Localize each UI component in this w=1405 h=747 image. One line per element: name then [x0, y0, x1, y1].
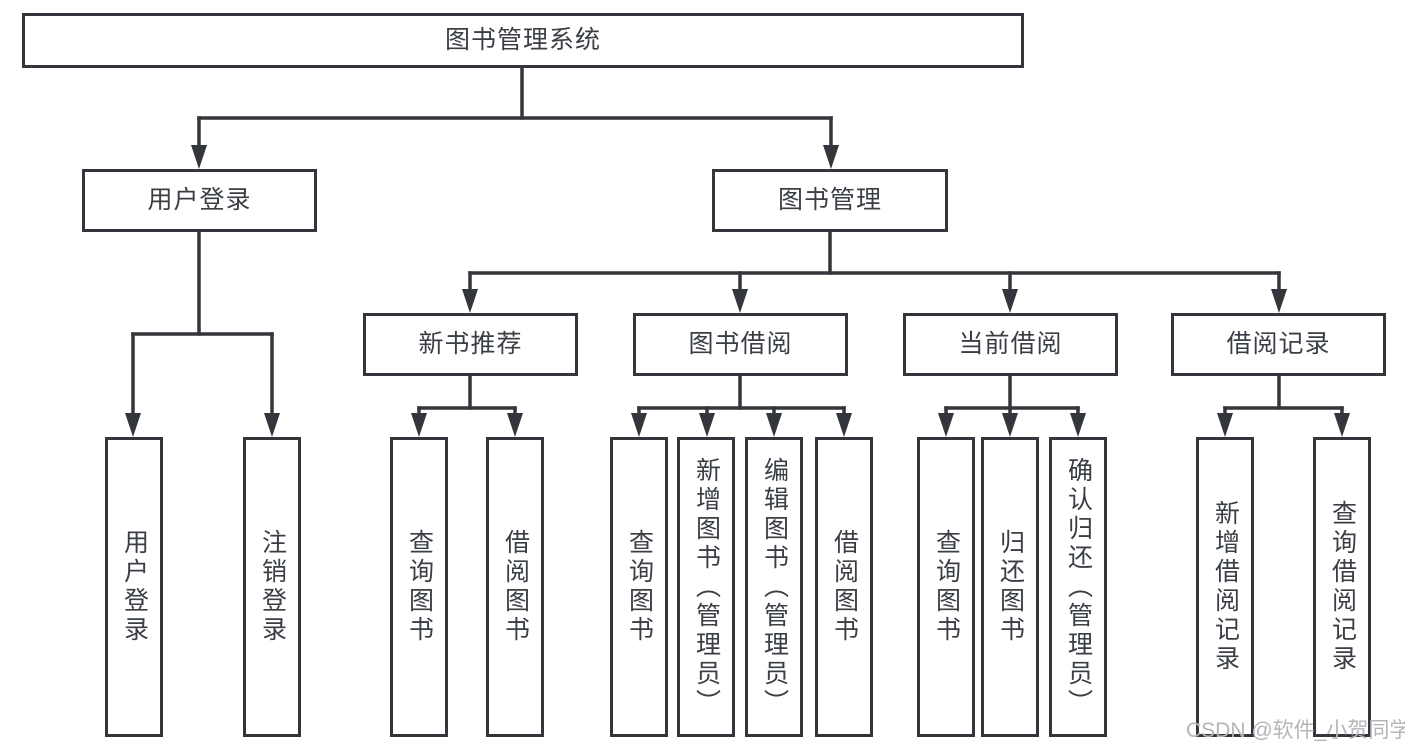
- node-user-login: 用户登录: [82, 169, 317, 232]
- node-query-books-current: 查询图书: [917, 437, 975, 737]
- node-borrowing-records: 借阅记录: [1171, 313, 1386, 376]
- watermark: CSDN @软件_小贺同学: [1186, 719, 1405, 742]
- node-current-borrowing: 当前借阅: [903, 313, 1118, 376]
- node-user-login-leaf: 用户登录: [105, 437, 163, 737]
- node-query-books-recommend: 查询图书: [390, 437, 448, 737]
- node-add-borrow-record: 新增借阅记录: [1196, 437, 1254, 737]
- node-query-borrow-record: 查询借阅记录: [1313, 437, 1371, 737]
- node-borrow-books-borrowing: 借阅图书: [815, 437, 873, 737]
- node-confirm-return-admin: 确认归还（管理员）: [1049, 437, 1107, 737]
- node-return-books: 归还图书: [981, 437, 1039, 737]
- node-book-borrowing: 图书借阅: [633, 313, 848, 376]
- node-logout-leaf: 注销登录: [243, 437, 301, 737]
- node-add-book-admin: 新增图书（管理员）: [677, 437, 735, 737]
- node-query-books-borrowing: 查询图书: [610, 437, 668, 737]
- arrowheads: [125, 145, 1350, 437]
- node-new-book-recommendation: 新书推荐: [363, 313, 578, 376]
- node-edit-book-admin: 编辑图书（管理员）: [745, 437, 803, 737]
- node-borrow-books-recommend: 借阅图书: [486, 437, 544, 737]
- node-book-management: 图书管理: [712, 169, 948, 232]
- node-root: 图书管理系统: [22, 13, 1024, 68]
